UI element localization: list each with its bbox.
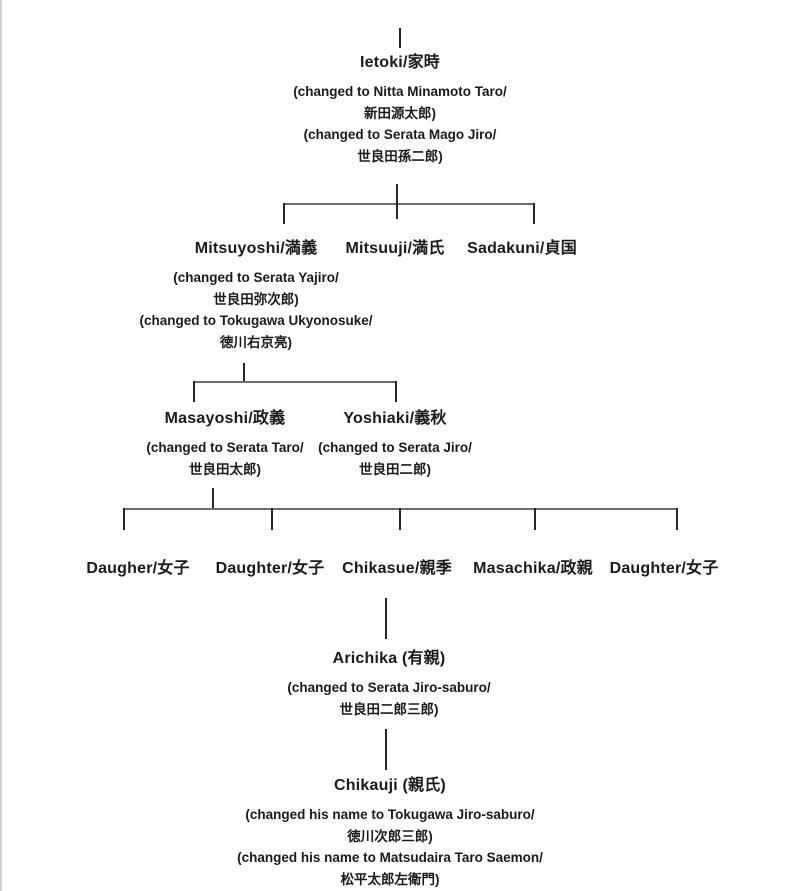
name-change-note: (changed his name to Matsudaira Taro Sae… [237, 850, 543, 865]
name-change-note: 世良田太郎) [189, 461, 261, 477]
person-name: Arichika (有親) [332, 650, 446, 667]
person-node-ietoki: Ietoki/家時 (changed to Nitta Minamoto Tar… [293, 52, 507, 167]
name-change-note: 世良田二郎) [358, 461, 431, 477]
person-name: Ietoki/家時 [359, 54, 441, 71]
person-node-masachika: Masachika/政親 [473, 558, 593, 587]
person-node-chikasue: Chikasue/親季 [342, 558, 452, 587]
person-node-daughter-2: Daughter/女子 [216, 558, 325, 587]
person-name: Mitsuyoshi/満義 [194, 240, 318, 257]
connector-chikauji-stem [385, 729, 387, 770]
left-edge-line [0, 0, 2, 891]
name-change-note: (changed to Serata Jiro/ [318, 440, 472, 455]
person-name: Masachika/政親 [473, 560, 593, 577]
connector-gen2-drop-left [283, 203, 285, 224]
person-name: Daugher/女子 [86, 560, 190, 577]
person-name: Mitsuuji/満氏 [345, 240, 445, 257]
stem-top-line [399, 28, 401, 48]
person-name: Daughter/女子 [215, 560, 325, 577]
name-change-note: 世良田弥次郎) [213, 291, 299, 307]
connector-gen4-drop-1 [123, 508, 125, 530]
person-name: Chikauji (親氏) [334, 777, 446, 794]
name-change-note: (changed to Serata Taro/ [146, 440, 304, 455]
person-node-mitsuyoshi: Mitsuyoshi/満義 (changed to Serata Yajiro/… [139, 238, 372, 353]
connector-gen4-drop-5 [676, 508, 678, 530]
person-node-yoshiaki: Yoshiaki/義秋 (changed to Serata Jiro/ 世良田… [318, 408, 472, 480]
person-node-daughter-1: Daugher/女子 [86, 558, 189, 587]
connector-gen4-drop-2 [271, 508, 273, 530]
person-node-masayoshi: Masayoshi/政義 (changed to Serata Taro/ 世良… [146, 408, 303, 480]
connector-gen3-bar [193, 381, 397, 383]
person-node-mitsuuji: Mitsuuji/満氏 [345, 238, 444, 267]
connector-gen2-drop-mid [396, 203, 398, 219]
connector-gen4-stem [212, 488, 214, 509]
connector-gen3-drop-right [395, 381, 397, 402]
name-change-note: (changed to Serata Yajiro/ [173, 270, 339, 285]
person-node-sadakuni: Sadakuni/貞国 [467, 238, 577, 267]
name-change-note: (changed his name to Tokugawa Jiro-sabur… [245, 807, 535, 822]
person-node-daughter-3: Daughter/女子 [610, 558, 719, 587]
person-name: Yoshiaki/義秋 [343, 410, 447, 427]
connector-gen4-drop-3 [399, 508, 401, 530]
name-change-note: 徳川次郎三郎) [347, 828, 433, 844]
connector-arichika-stem [385, 598, 387, 639]
name-change-note: 世良田二郎三郎) [339, 701, 439, 717]
person-node-arichika: Arichika (有親) (changed to Serata Jiro-sa… [287, 648, 490, 720]
name-change-note: (changed to Serata Jiro-saburo/ [287, 680, 491, 695]
name-change-note: 徳川右京亮) [219, 334, 292, 350]
person-name: Sadakuni/貞国 [467, 240, 577, 257]
name-change-note: (changed to Nitta Minamoto Taro/ [293, 84, 507, 99]
name-change-note: (changed to Tokugawa Ukyonosuke/ [139, 313, 373, 328]
connector-gen2-stem [396, 184, 398, 204]
person-name: Daughter/女子 [609, 560, 719, 577]
connector-gen2-bar [283, 203, 535, 205]
person-name: Masayoshi/政義 [164, 410, 286, 427]
connector-gen3-stem [243, 363, 245, 382]
name-change-note: 松平太郎左衛門) [340, 871, 440, 887]
connector-gen4-drop-4 [534, 508, 536, 530]
person-name: Chikasue/親季 [342, 560, 452, 577]
connector-gen2-drop-right [533, 203, 535, 224]
connector-gen3-drop-left [193, 381, 195, 402]
name-change-note: 新田源太郎) [364, 105, 436, 121]
name-change-note: (changed to Serata Mago Jiro/ [303, 127, 497, 142]
name-change-note: 世良田孫二郎) [357, 148, 443, 164]
person-node-chikauji: Chikauji (親氏) (changed his name to Tokug… [237, 775, 543, 890]
